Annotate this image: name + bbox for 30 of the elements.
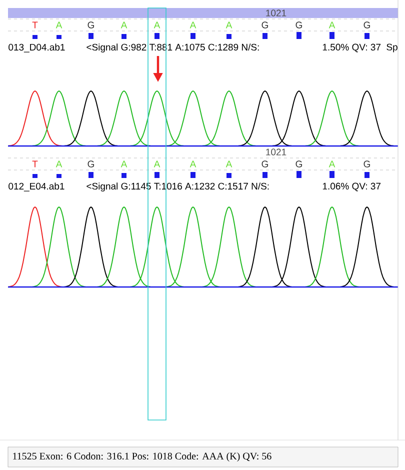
label: A: [154, 22, 160, 28]
label: A: [190, 22, 196, 28]
label: A: [226, 160, 232, 168]
label: 012_E04.ab1: [8, 182, 64, 192]
label: T: [32, 22, 38, 28]
label: 013_D04.ab1: [8, 44, 65, 52]
label: 1.50% QV: 37: [322, 44, 381, 52]
label: 1021: [266, 10, 286, 16]
label: A: [120, 160, 128, 168]
label: A: [154, 160, 160, 168]
label: 1021: [266, 148, 286, 156]
label: G: [88, 160, 94, 168]
label: G: [296, 160, 302, 168]
label: A: [226, 22, 232, 28]
label: A: [120, 22, 128, 28]
label: 1.06% QV: 37: [322, 182, 381, 192]
label: A: [328, 160, 336, 168]
label: A: [190, 160, 196, 168]
label: A: [56, 22, 62, 28]
label: A: [328, 22, 336, 28]
label: G: [88, 22, 94, 28]
label: T: [32, 160, 38, 168]
label: G: [296, 22, 302, 28]
label: A: [56, 160, 62, 168]
label: G: [364, 22, 370, 28]
label: Sp: [386, 44, 398, 52]
label: G: [364, 160, 370, 168]
label: G: [262, 22, 268, 28]
status-bar: 11525 Exon: 6 Codon: 316.1 Pos: 1018 Code: AAA (K) QV: 56: [8, 446, 398, 468]
label: G: [262, 160, 268, 168]
